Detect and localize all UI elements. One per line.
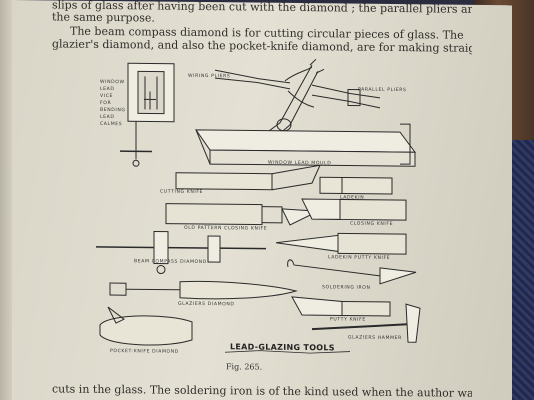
body-text-line: cuts in the glass. The soldering iron is… [52, 382, 472, 400]
glaziers-diamond-drawing [109, 280, 298, 300]
wiring-pliers-drawing [214, 66, 315, 108]
tools-drawing [96, 58, 421, 354]
ladekin-putty-knife-drawing [275, 232, 407, 255]
label-pocket-knife-diamond: POCKET-KNIFE DIAMOND [110, 349, 179, 355]
glaziers-hammer-drawing [311, 303, 421, 343]
soldering-iron-drawing [287, 259, 417, 285]
label-ladekin-putty-knife: LADEKIN PUTTY KNIFE [328, 255, 391, 261]
adjacent-page-edge [0, 0, 14, 400]
label-soldering-iron: SOLDERING IRON [322, 285, 371, 291]
label-beam-compass-diamond: BEAM COMPASS DIAMOND [134, 259, 207, 266]
beam-compass-drawing [96, 230, 266, 275]
label-parallel-pliers: PARALLEL PLIERS [358, 87, 407, 94]
old-pattern-closing-knife-drawing [165, 203, 320, 226]
label-putty-knife: PUTTY KNIFE [330, 317, 366, 323]
label-cutting-knife: CUTTING KNIFE [160, 189, 204, 196]
closing-knife-drawing [301, 198, 407, 221]
label-closing-knife: CLOSING KNIFE [350, 221, 394, 227]
pocket-knife-drawing [99, 306, 193, 346]
book-page: slips of glass after having been cut wit… [12, 0, 512, 400]
lead-vice-drawing [120, 62, 175, 167]
label-wiring-pliers: WIRING PLIERS [188, 73, 231, 80]
parallel-pliers-drawing [311, 84, 381, 109]
figure-title: LEAD-GLAZING TOOLS [230, 342, 335, 353]
ladekin-drawing [319, 176, 393, 195]
cutting-knife-drawing [175, 164, 321, 191]
putty-knife-drawing [291, 296, 391, 317]
label-window-lead-mould: WINDOW LEAD MOULD [268, 160, 332, 167]
lead-mould-drawing [195, 123, 416, 167]
label-old-pattern-closing-knife: OLD PATTERN CLOSING KNIFE [184, 225, 268, 232]
label-window-lead-vice: WINDOW LEAD VICE FOR BENDING LEAD CALMES [100, 79, 126, 128]
label-ladekin: LADEKIN [340, 195, 365, 201]
figure-caption: Fig. 265. [226, 362, 263, 372]
label-glaziers-hammer: GLAZIERS HAMMER [348, 335, 402, 342]
label-glaziers-diamond: GLAZIERS DIAMOND [178, 301, 235, 308]
tools-illustration: WINDOW LEAD VICE FOR BENDING LEAD CALMES… [80, 51, 430, 361]
